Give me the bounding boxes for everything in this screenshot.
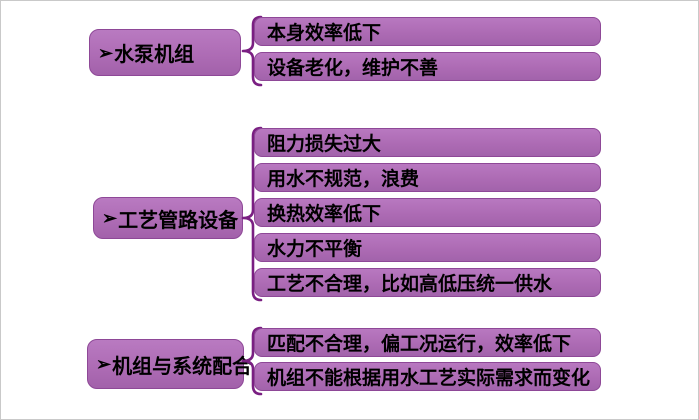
item-box-low-inherent-efficiency: 本身效率低下 xyxy=(254,17,601,46)
category-label-process-piping: 工艺管路设备 xyxy=(118,209,239,232)
category-box-process-piping: ➢ 工艺管路设备 xyxy=(93,197,243,239)
arrowhead-bullet-icon: ➢ xyxy=(102,208,118,228)
category-label-unit-system: 机组与系统配合 xyxy=(112,355,253,378)
category-box-unit-system-coordination: ➢ 机组与系统配合 xyxy=(87,339,252,389)
brace-connector-group1 xyxy=(241,15,263,87)
item-box-hydraulic-imbalance: 水力不平衡 xyxy=(254,233,601,262)
category-box-pump-unit: ➢ 水泵机组 xyxy=(89,29,241,76)
item-box-water-waste: 用水不规范，浪费 xyxy=(254,163,601,192)
item-box-heat-exchange: 换热效率低下 xyxy=(254,198,601,227)
arrowhead-bullet-icon: ➢ xyxy=(98,42,114,63)
item-box-cannot-adapt-demand: 机组不能根据用水工艺实际需求而变化 xyxy=(254,362,601,391)
item-box-unreasonable-process: 工艺不合理，比如高低压统一供水 xyxy=(254,268,601,297)
brace-connector-group3 xyxy=(241,326,263,396)
item-box-equipment-aging: 设备老化，维护不善 xyxy=(254,52,601,81)
item-box-resistance-loss: 阻力损失过大 xyxy=(254,128,601,157)
category-label-pump-unit: 水泵机组 xyxy=(114,44,195,66)
brace-connector-group2 xyxy=(241,126,263,302)
item-box-mismatch-off-design: 匹配不合理，偏工况运行，效率低下 xyxy=(254,328,601,357)
arrowhead-bullet-icon: ➢ xyxy=(96,354,112,374)
